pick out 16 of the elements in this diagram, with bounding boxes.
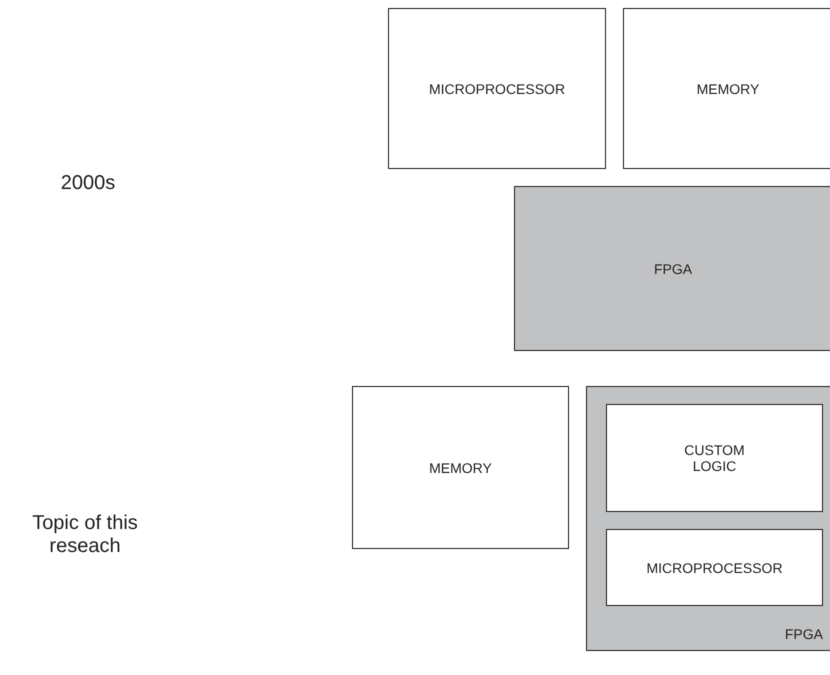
block-box xyxy=(388,8,606,169)
block-label: FPGA xyxy=(784,626,823,642)
block-box xyxy=(606,404,823,512)
block-box xyxy=(606,529,823,606)
block-label: MEMORY xyxy=(429,460,492,476)
block-label: CUSTOM LOGIC xyxy=(683,442,746,474)
block-label: MEMORY xyxy=(696,80,760,96)
block-label: MICROPROCESSOR xyxy=(428,80,566,96)
side-label: Topic of this reseach xyxy=(31,512,139,558)
block-box xyxy=(514,186,830,351)
block-label: MICROPROCESSOR xyxy=(646,560,783,576)
block-label: FPGA xyxy=(654,260,692,276)
block-box xyxy=(352,386,569,549)
block-box xyxy=(623,8,830,169)
side-label: 2000s xyxy=(60,172,116,195)
block-box xyxy=(586,386,830,651)
